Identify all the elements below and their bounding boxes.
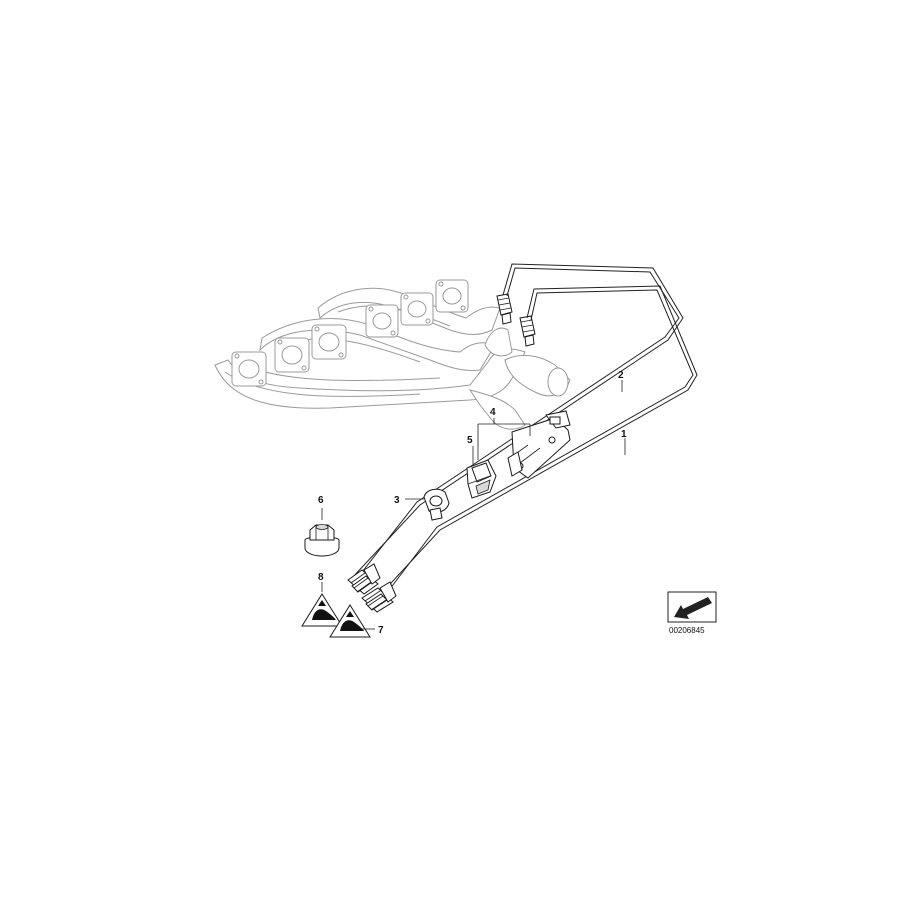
warning-label-8 xyxy=(301,593,343,627)
manifold-flange-4 xyxy=(365,304,399,338)
manifold-flange-2 xyxy=(274,337,310,373)
callout-8: 8 xyxy=(318,572,324,583)
manifold-flange-3 xyxy=(311,324,347,360)
callout-3: 3 xyxy=(394,495,400,506)
document-reference: 00206845 xyxy=(667,591,717,635)
sensor-cable-1 xyxy=(379,285,698,599)
connector-lower xyxy=(361,581,397,613)
direction-arrow-icon xyxy=(674,597,712,619)
oxygen-sensor-upper xyxy=(496,293,513,325)
callout-7: 7 xyxy=(378,625,384,636)
sensor-cable-2 xyxy=(351,263,684,582)
connector-upper xyxy=(347,563,381,595)
cable-bracket xyxy=(507,410,571,479)
callout-2: 2 xyxy=(618,370,624,381)
callout-1: 1 xyxy=(621,429,627,440)
hex-nut xyxy=(304,524,340,557)
document-number: 00206845 xyxy=(669,626,705,635)
manifold-flange-5 xyxy=(400,292,434,326)
callout-4: 4 xyxy=(490,407,496,418)
callout-6: 6 xyxy=(318,495,324,506)
leader-lines xyxy=(321,380,626,630)
cable-holder xyxy=(423,488,450,521)
warning-label-7 xyxy=(329,604,371,638)
manifold-flange-1 xyxy=(231,351,267,387)
manifold-flange-6 xyxy=(435,279,469,313)
callout-5: 5 xyxy=(467,435,473,446)
oxygen-sensor-lower xyxy=(519,315,536,347)
exhaust-manifold-ghost xyxy=(214,279,571,430)
cable-clip xyxy=(466,459,497,499)
